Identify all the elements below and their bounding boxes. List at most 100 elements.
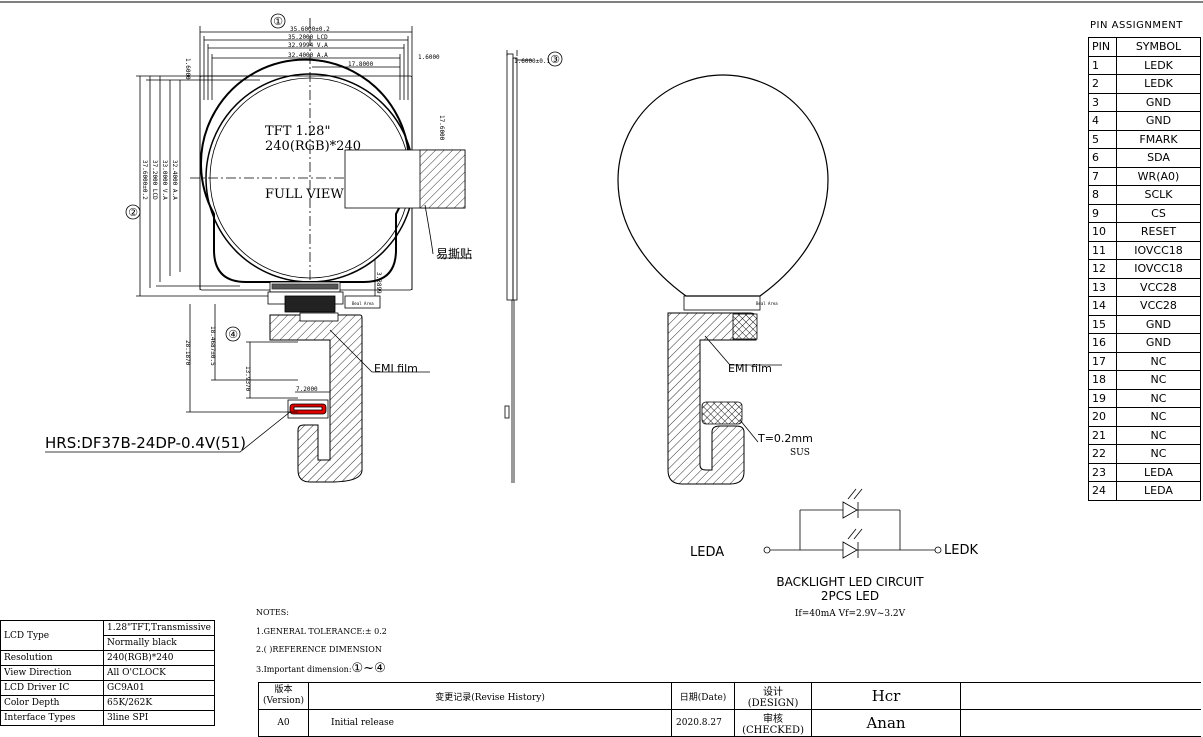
spec-row-lcd-type: LCD Type 1.28"TFT,Transmissive (0, 620, 215, 651)
pin-symbol: LEDA (1116, 462, 1201, 482)
callout-4: ④ (228, 328, 238, 341)
spec-value: GC9A01 (103, 680, 215, 696)
backlight-title: BACKLIGHT LED CIRCUIT (776, 575, 924, 589)
spec-value: 3line SPI (103, 710, 215, 726)
easy-tear-label: 易撕贴 (436, 247, 472, 261)
dim-va-height: 33.0000 V.A (161, 160, 168, 200)
pin-number: 5 (1088, 129, 1117, 149)
pin-symbol: SCLK (1116, 185, 1201, 205)
dim-thickness: 1.6000±0.1 (514, 58, 551, 65)
callout-1: ① (273, 15, 283, 28)
spec-value: Normally black (103, 635, 215, 651)
fpc-area-label-2: Beal Area (756, 301, 778, 306)
pin-symbol: IOVCC18 (1116, 259, 1201, 279)
dim-va-width: 32.9994 V.A (288, 42, 328, 49)
pin-number: 3 (1088, 92, 1117, 112)
dim-edge-top: 1.6000 (184, 58, 191, 80)
revision-blank (960, 682, 1202, 710)
notes-line-3-text: 3.Important dimension: (256, 664, 352, 674)
pin-number: 13 (1088, 277, 1117, 297)
revision-version: A0 (257, 709, 310, 737)
dim-fpc-stiff: 13.9370 (244, 366, 251, 392)
dim-fpc-bend: 18.4687±0.5 (209, 326, 216, 366)
sus-label: SUS (790, 448, 810, 458)
spec-table: LCD Type 1.28"TFT,Transmissive Normally … (0, 620, 215, 726)
emi-film-left: EMI film (374, 362, 418, 375)
revision-row: A0 Initial release 2020.8.27 审核(CHECKED)… (257, 709, 1202, 737)
pin-symbol: GND (1116, 111, 1201, 131)
front-view (45, 18, 472, 483)
dim-lcd-width: 35.2000 LCD (288, 34, 328, 41)
pin-symbol: IOVCC18 (1116, 240, 1201, 260)
pin-number: 15 (1088, 314, 1117, 334)
ledk-label: LEDK (944, 543, 978, 558)
full-view-label: FULL VIEW (265, 187, 344, 202)
dim-aa-width: 32.4000 A.A (288, 52, 328, 59)
notes-line-2: 2.( )REFERENCE DIMENSION (256, 645, 382, 654)
dim-half-height: 17.6000 (438, 115, 445, 141)
pin-symbol: CS (1116, 203, 1201, 223)
pin-symbol: NC (1116, 444, 1201, 464)
lcd-resolution: 240(RGB)*240 (265, 139, 361, 154)
dim-half-width: 17.8000 (348, 61, 374, 68)
notes-block: NOTES: 1.GENERAL TOLERANCE:± 0.2 2.( )RE… (256, 604, 387, 679)
notes-line-1: 1.GENERAL TOLERANCE:± 0.2 (256, 626, 387, 636)
dim-aa-height: 32.4000 A.A (171, 160, 178, 200)
notes-line-3: 3.Important dimension:①~④ (256, 660, 387, 680)
version-header: 版本(Version) (257, 682, 310, 710)
notes-title: NOTES: (256, 608, 289, 617)
symbol-header: SYMBOL (1116, 37, 1201, 57)
backlight-circuit (763, 488, 942, 559)
pin-number: 7 (1088, 166, 1117, 186)
pin-number: 2 (1088, 74, 1117, 94)
spec-key: LCD Driver IC (0, 680, 104, 696)
pin-symbol: LEDA (1116, 481, 1201, 501)
spec-key: Resolution (0, 650, 104, 666)
pin-symbol: GND (1116, 314, 1201, 334)
pin-symbol: WR(A0) (1116, 166, 1201, 186)
pin-symbol: NC (1116, 351, 1201, 371)
back-view (617, 74, 829, 485)
pin-assignment-title: PIN ASSIGNMENT (1090, 20, 1183, 31)
dim-fpc-gap: 3.3899 (375, 272, 382, 294)
spec-key: Color Depth (0, 695, 104, 711)
date-header: 日期(Date) (671, 682, 736, 710)
pin-number: 16 (1088, 333, 1117, 353)
pin-table-header: PIN SYMBOL (1088, 37, 1201, 57)
dim-edge-right: 1.6000 (418, 54, 440, 61)
revision-table: 版本(Version) 变更记录(Revise History) 日期(Date… (257, 682, 1202, 737)
revision-date: 2020.8.27 (671, 709, 736, 737)
connector-label: HRS:DF37B-24DP-0.4V(51) (45, 434, 246, 452)
spec-key: Interface Types (0, 710, 104, 726)
pin-number: 10 (1088, 222, 1117, 242)
pin-symbol: NC (1116, 407, 1201, 427)
pin-number: 18 (1088, 370, 1117, 390)
pin-number: 20 (1088, 407, 1117, 427)
pin-symbol: RESET (1116, 222, 1201, 242)
backlight-subtitle: 2PCS LED (821, 589, 879, 603)
pin-number: 23 (1088, 462, 1117, 482)
dim-fpc-total: 28.1870 (184, 340, 191, 366)
callout-group (125, 13, 563, 342)
pin-number: 9 (1088, 203, 1117, 223)
